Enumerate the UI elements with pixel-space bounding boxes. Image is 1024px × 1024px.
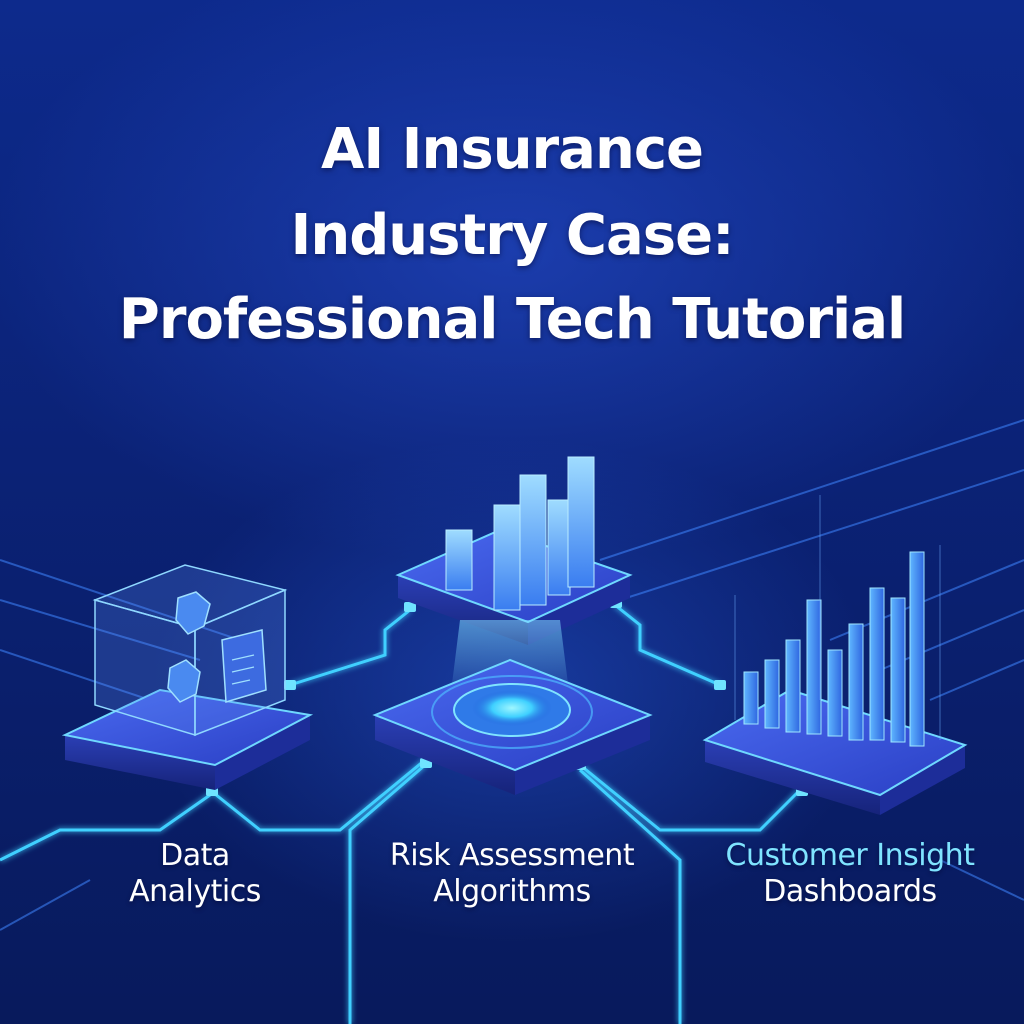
document-icon <box>221 629 267 703</box>
customer-insight-label: Customer Insight Dashboards <box>700 838 1000 910</box>
title-line-2: Industry Case: <box>290 203 735 268</box>
customer-insight-label-line1: Customer Insight <box>725 838 975 873</box>
risk-assessment-platform <box>372 658 653 795</box>
analytics-chart-platform <box>395 456 633 645</box>
data-analytics-label-line1: Data <box>160 838 230 873</box>
title-line-1: AI Insurance <box>320 117 704 182</box>
data-analytics-label-line2: Analytics <box>129 874 261 909</box>
shield-icon <box>167 591 211 703</box>
risk-assessment-label: Risk Assessment Algorithms <box>362 838 662 910</box>
risk-assessment-label-line2: Algorithms <box>433 874 591 909</box>
ai-core-platform-icon <box>431 675 593 749</box>
grid-frame <box>734 495 941 740</box>
bar-chart-icon <box>743 551 925 747</box>
connection-traces <box>0 603 802 1024</box>
customer-insight-platform <box>702 495 968 815</box>
title-line-3: Professional Tech Tutorial <box>118 287 906 352</box>
column-chart-icon <box>445 456 595 611</box>
data-analytics-label: Data Analytics <box>70 838 320 910</box>
risk-assessment-label-line1: Risk Assessment <box>389 838 635 873</box>
customer-insight-label-line2: Dashboards <box>763 874 937 909</box>
data-analytics-platform <box>61 564 314 790</box>
